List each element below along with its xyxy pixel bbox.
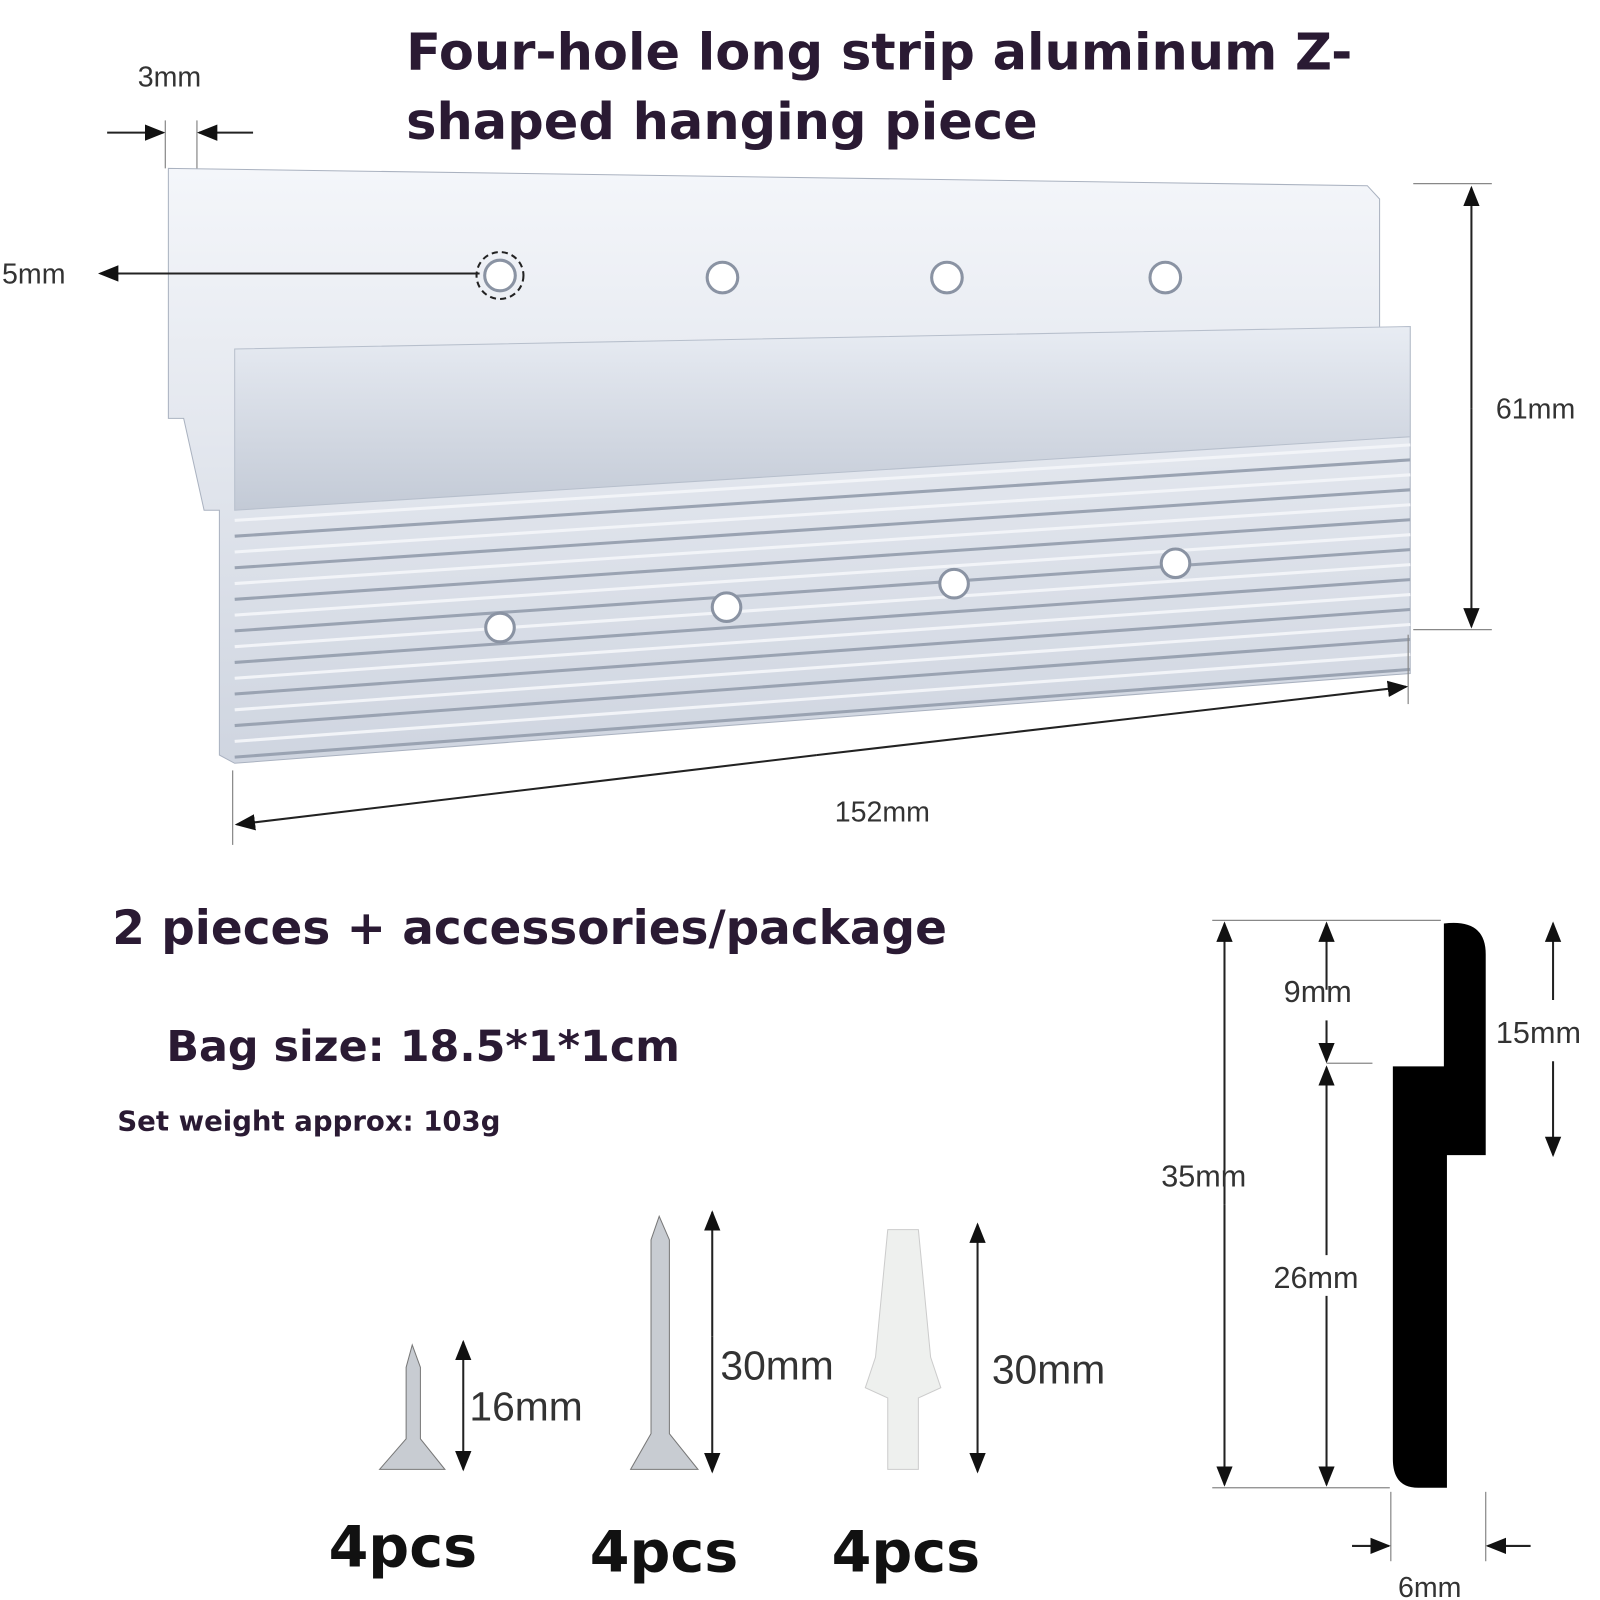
strip-rib xyxy=(234,533,1411,617)
height-label: 61mm xyxy=(1496,393,1575,425)
top-holes xyxy=(483,258,1183,295)
hole-label: 5mm xyxy=(2,259,65,291)
short-screw-size: 16mm xyxy=(469,1383,582,1429)
long-screw-qty: 4pcs xyxy=(590,1519,739,1585)
aluminum-strip xyxy=(167,167,1411,764)
cross-section-profile xyxy=(1392,922,1486,1488)
profile-lower-label: 26mm xyxy=(1273,1261,1358,1295)
profile-lip-label: 15mm xyxy=(1496,1016,1581,1050)
title-line-1: Four-hole long strip aluminum Z- xyxy=(406,23,1352,82)
thickness-label: 3mm xyxy=(138,62,201,94)
strip-rib xyxy=(234,652,1411,743)
wall-anchor xyxy=(864,1229,942,1470)
strip-rib xyxy=(234,503,1411,586)
strip-rib xyxy=(234,637,1411,728)
strip-rib xyxy=(234,578,1411,664)
strip-rib xyxy=(234,548,1411,633)
strip-rib xyxy=(234,443,1411,522)
long-screw xyxy=(629,1214,700,1470)
strip-rib xyxy=(234,622,1411,712)
bag-size: Bag size: 18.5*1*1cm xyxy=(166,1022,680,1072)
bottom-holes xyxy=(484,547,1192,644)
long-screw-size: 30mm xyxy=(720,1343,833,1389)
short-screw-qty: 4pcs xyxy=(329,1514,478,1580)
strip-rib xyxy=(234,607,1411,696)
strip-rib xyxy=(234,458,1411,538)
short-screw xyxy=(378,1343,446,1470)
set-weight: Set weight approx: 103g xyxy=(117,1106,500,1138)
strip-rib xyxy=(234,593,1411,680)
strip-rib xyxy=(234,563,1411,649)
title-line-2: shaped hanging piece xyxy=(406,93,1038,152)
strip-rib xyxy=(234,488,1411,570)
package-heading: 2 pieces + accessories/package xyxy=(112,901,947,956)
strip-ribs xyxy=(234,443,1411,759)
profile-total-label: 35mm xyxy=(1161,1160,1246,1194)
strip-rib xyxy=(234,473,1411,554)
strip-rib xyxy=(234,667,1411,759)
hole-highlight xyxy=(475,251,525,300)
wall-anchor-size: 30mm xyxy=(992,1347,1105,1393)
profile-top-label: 9mm xyxy=(1284,975,1352,1009)
length-label: 152mm xyxy=(835,796,930,828)
strip-rib xyxy=(234,518,1411,601)
wall-anchor-qty: 4pcs xyxy=(832,1519,981,1585)
profile-depth-label: 6mm xyxy=(1398,1572,1461,1600)
